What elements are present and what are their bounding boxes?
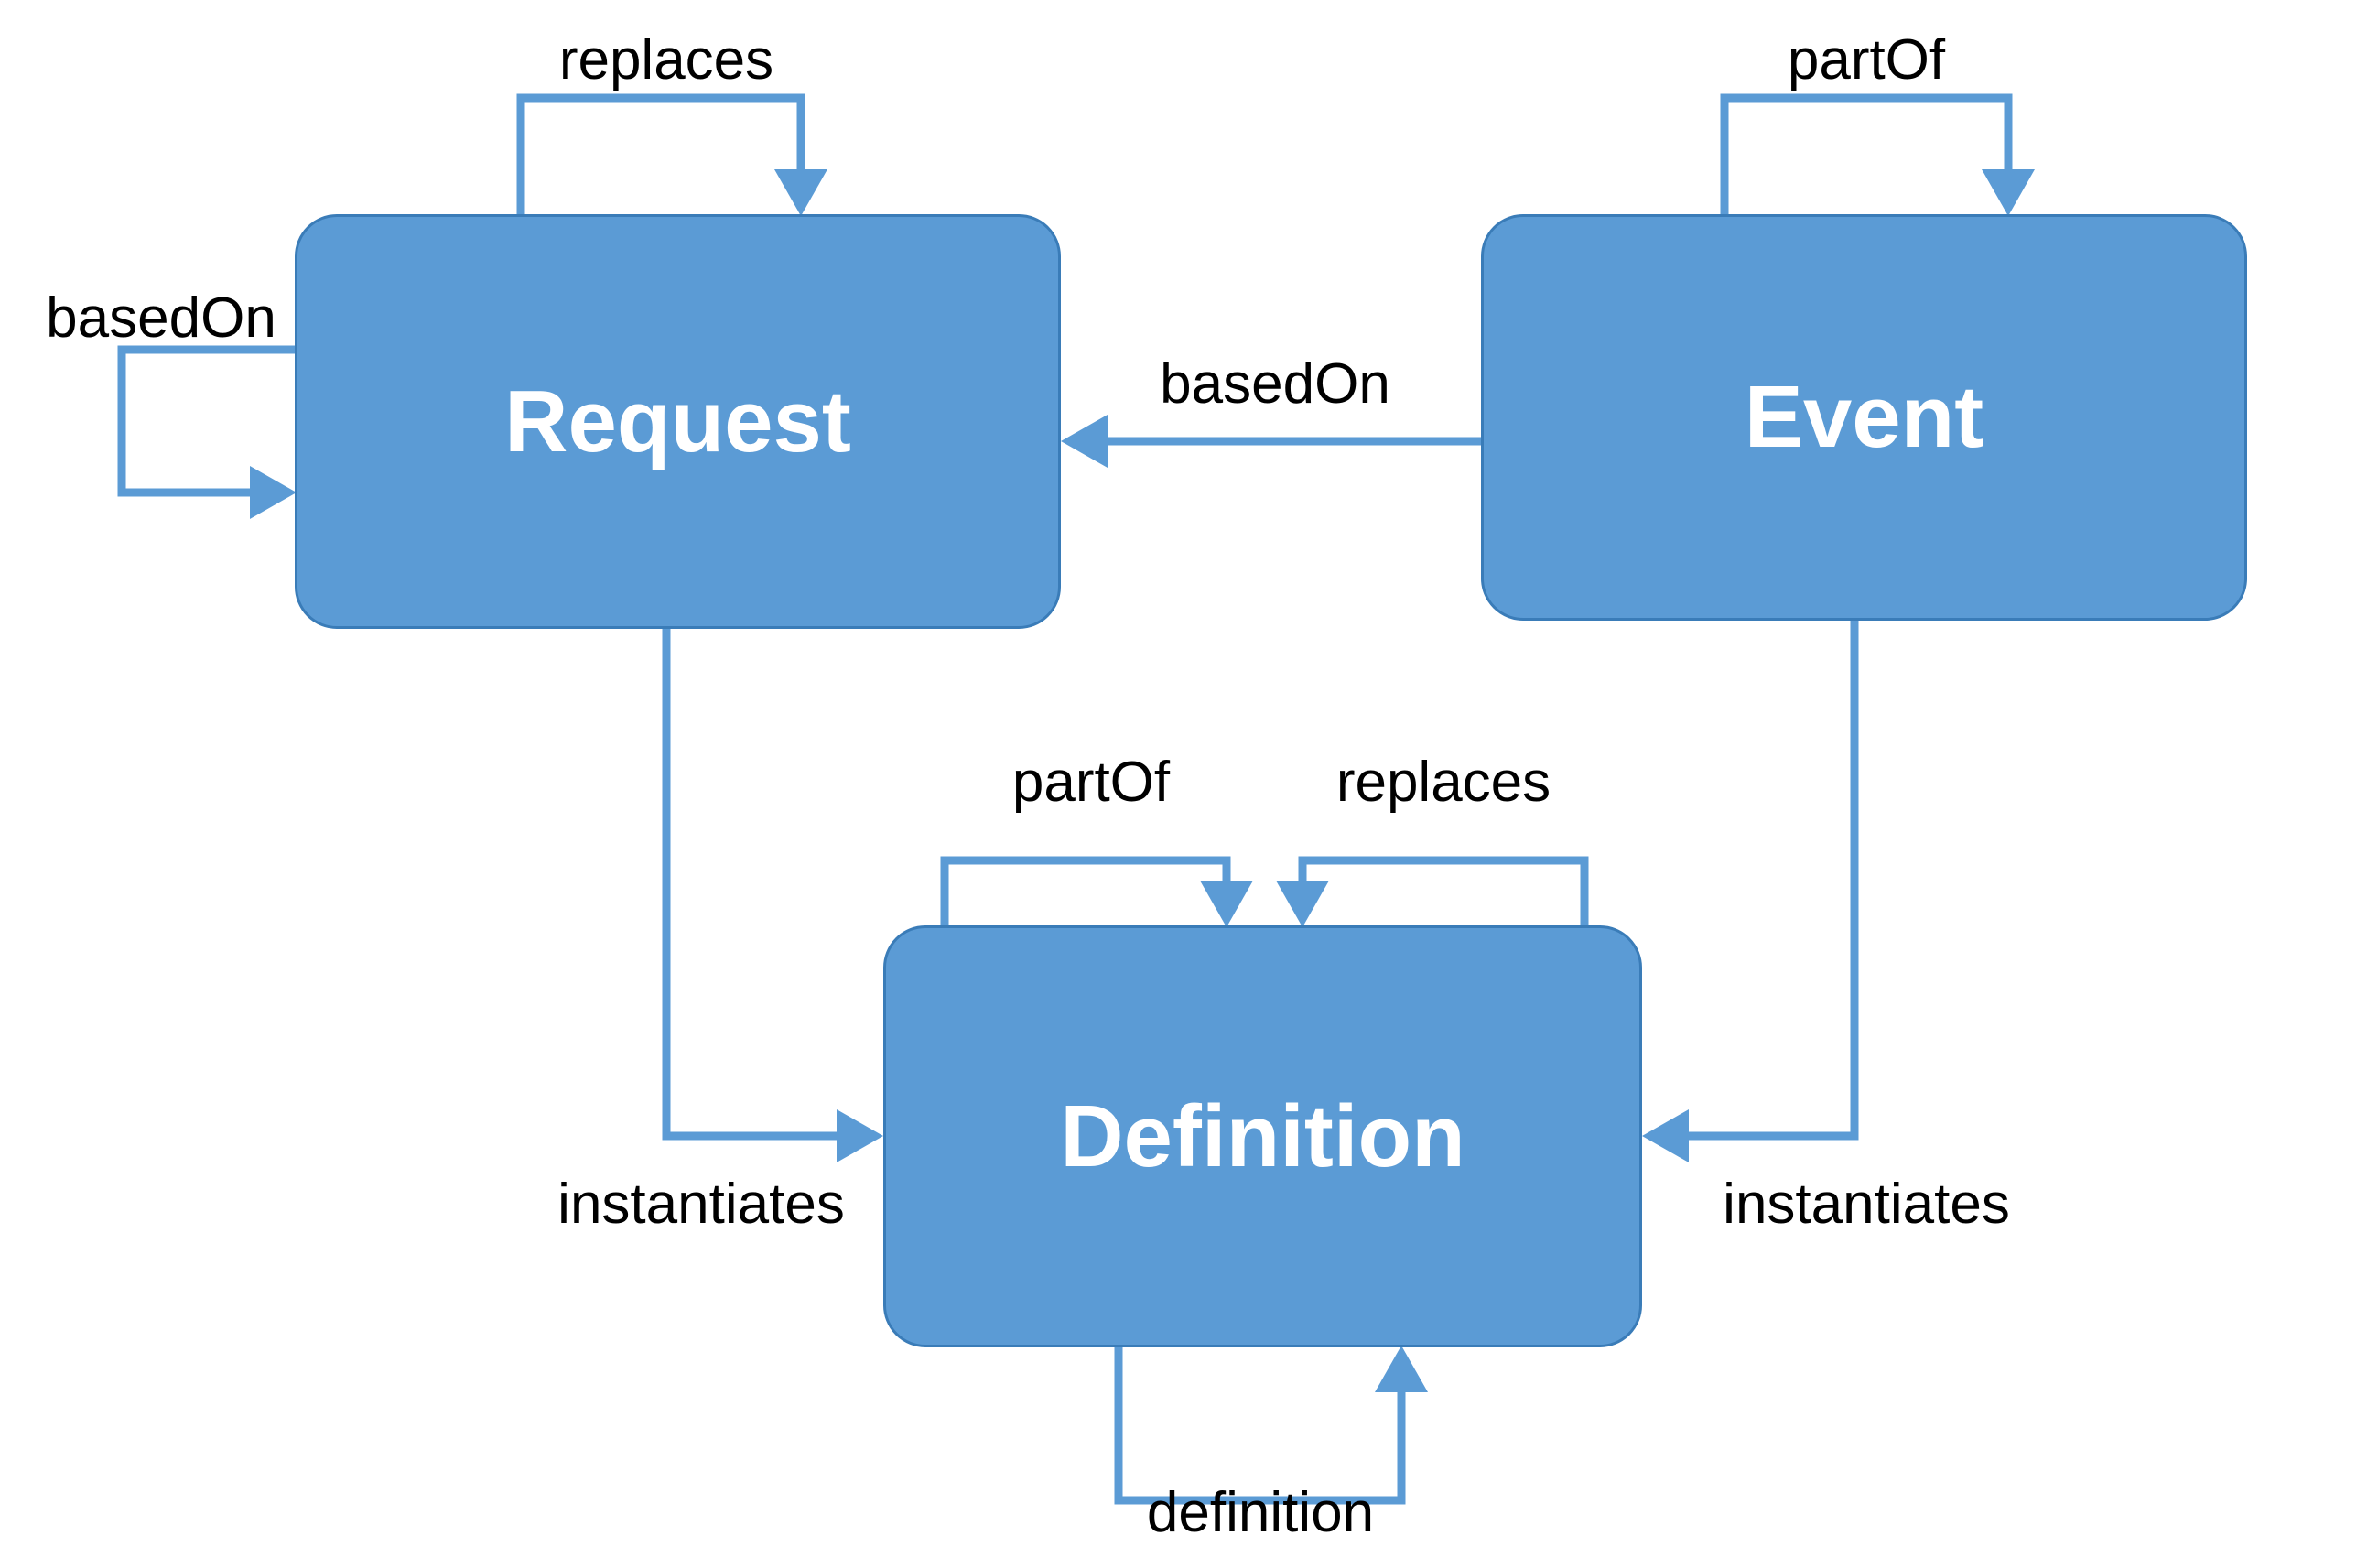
edge-request-replaces-request (516, 93, 827, 216)
arrowhead-down-icon (1200, 881, 1253, 927)
edge-label-event-instantiates: instantiates (1723, 1173, 2010, 1236)
edge-label-request-basedon: basedOn (46, 287, 276, 350)
node-event-label: Event (1744, 368, 1984, 466)
node-request[interactable]: Request (295, 214, 1061, 629)
arrowhead-left-icon (1061, 415, 1108, 468)
edge-path (1298, 856, 1589, 925)
edge-definition-partof-definition (940, 856, 1253, 927)
node-definition-label: Definition (1060, 1087, 1465, 1185)
edge-label-definition-partof: partOf (1011, 751, 1171, 814)
node-request-label: Request (504, 372, 851, 470)
arrowhead-right-icon (250, 466, 297, 519)
edge-path (662, 629, 845, 1141)
edge-request-instantiates-definition (662, 629, 883, 1162)
arrowhead-down-icon (774, 169, 827, 216)
arrowhead-down-icon (1982, 169, 2035, 216)
edge-label-definition-replaces: replaces (1335, 751, 1551, 814)
edge-path (940, 856, 1231, 925)
edge-definition-definition-definition (1114, 1346, 1428, 1505)
edge-path (1720, 93, 2013, 214)
edge-path (516, 93, 805, 214)
arrowhead-up-icon (1375, 1346, 1428, 1392)
edge-label-request-replaces: replaces (558, 28, 774, 92)
edge-label-request-instantiates: instantiates (557, 1173, 845, 1236)
edge-definition-replaces-definition (1276, 856, 1589, 927)
edge-path (1681, 621, 1859, 1141)
edge-label-event-partof: partOf (1787, 28, 1946, 92)
edge-event-partof-event (1720, 93, 2035, 216)
edge-label-event-basedon-request: basedOn (1160, 352, 1390, 416)
edge-event-instantiates-definition (1642, 621, 1859, 1162)
edge-event-basedon-request (1061, 415, 1481, 468)
node-event[interactable]: Event (1481, 214, 2247, 621)
node-definition[interactable]: Definition (883, 925, 1642, 1347)
arrowhead-left-icon (1642, 1109, 1689, 1162)
edge-path (117, 345, 295, 497)
edge-path (1114, 1347, 1406, 1505)
edge-label-definition-definition: definition (1146, 1481, 1375, 1544)
arrowhead-down-icon (1276, 881, 1329, 927)
edge-request-basedon-request (117, 345, 297, 519)
arrowhead-right-icon (837, 1109, 883, 1162)
